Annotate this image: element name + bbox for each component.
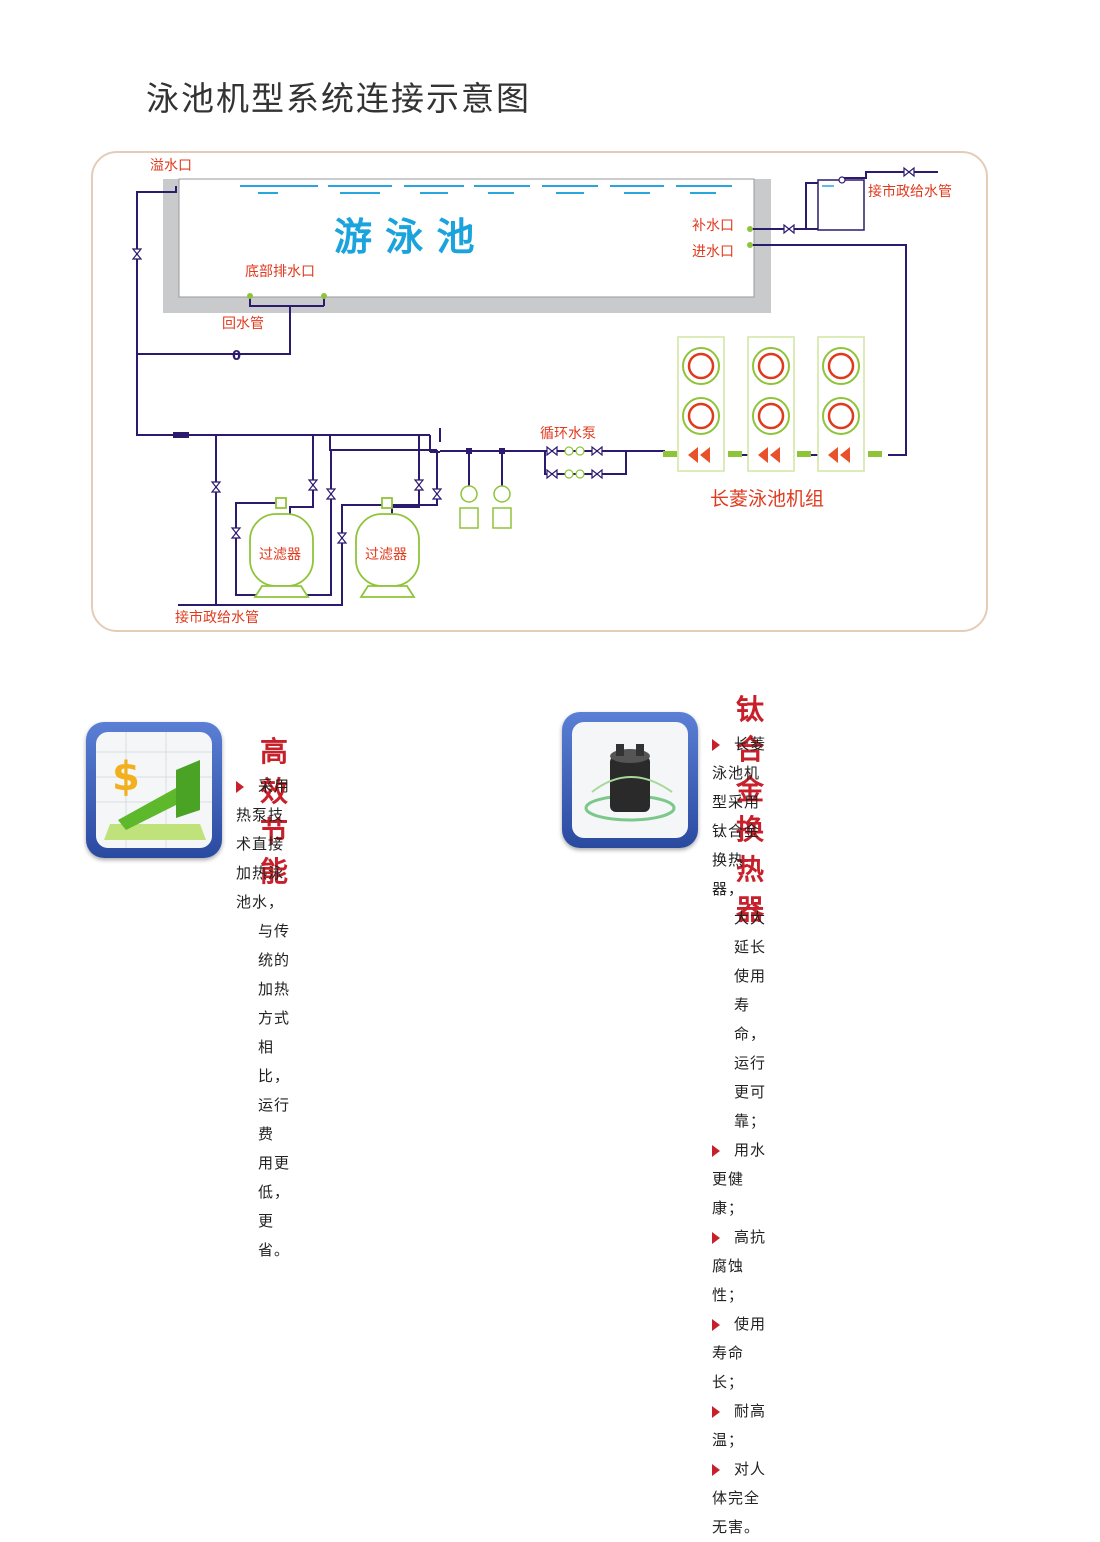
return-pipe-label: 回水管 bbox=[222, 316, 264, 332]
bottom-drain-label: 底部排水口 bbox=[245, 264, 315, 280]
bullet-arrow-icon bbox=[712, 738, 720, 751]
list-item: 对人体完全无害。 bbox=[712, 1460, 767, 1536]
makeup-tank bbox=[817, 179, 865, 231]
overflow-label: 溢水口 bbox=[150, 158, 192, 174]
list-item: 长菱泳池机型采用钛合金换热器， bbox=[712, 735, 767, 898]
list-item: 耐高温； bbox=[712, 1402, 767, 1449]
inlet-label: 进水口 bbox=[692, 244, 734, 260]
valves bbox=[131, 166, 915, 544]
list-item: 用水更健康； bbox=[712, 1141, 767, 1217]
list-item-continuation: 大大延长使用寿命，运行更可靠； bbox=[734, 909, 767, 1130]
heat-exchanger-icon bbox=[584, 744, 676, 822]
page-title: 泳池机型系统连接示意图 bbox=[146, 79, 531, 118]
water-surface bbox=[240, 185, 732, 194]
bullet-arrow-icon bbox=[712, 1231, 720, 1244]
bullet-arrow-icon bbox=[712, 1463, 720, 1476]
bullet-arrow-icon bbox=[236, 780, 244, 793]
dosing-pumps bbox=[459, 485, 512, 529]
units-label: 长菱泳池机组 bbox=[710, 488, 824, 510]
filters bbox=[249, 497, 420, 598]
chart-dollar-icon: $ bbox=[96, 732, 212, 848]
city-water-top-label: 接市政给水管 bbox=[868, 183, 952, 200]
energy-saving-icon: $ bbox=[86, 722, 222, 858]
pump-label: 循环水泵 bbox=[540, 426, 596, 442]
valve-mark: 0 bbox=[232, 349, 241, 364]
connectors bbox=[247, 226, 882, 457]
system-diagram: 游 泳 池 bbox=[131, 158, 952, 626]
exchanger-list: 长菱泳池机型采用钛合金换热器， 大大延长使用寿命，运行更可靠； 用水更健康； 高… bbox=[712, 730, 766, 1542]
bullet-arrow-icon bbox=[712, 1405, 720, 1418]
city-water-bottom-label: 接市政给水管 bbox=[175, 609, 259, 626]
energy-saving-text: 采用热泵技术直接加热泳池水， 与传统的加热方式相比，运行费 用更低，更省。 bbox=[236, 777, 291, 1259]
bullet-arrow-icon bbox=[712, 1144, 720, 1157]
exchanger-heading: 钛合金换热器 bbox=[736, 693, 767, 926]
diagram-frame bbox=[91, 151, 988, 632]
energy-saving-heading: 高效节能 bbox=[260, 735, 291, 888]
makeup-label: 补水口 bbox=[692, 218, 734, 234]
filter-2-label: 过滤器 bbox=[365, 547, 407, 563]
list-item: 高抗腐蚀性； bbox=[712, 1228, 767, 1304]
check-valve bbox=[173, 432, 189, 438]
list-item: 使用寿命长； bbox=[712, 1315, 767, 1391]
pool-label: 游 泳 池 bbox=[334, 215, 474, 259]
pump-symbols bbox=[564, 446, 585, 479]
heat-pump-units bbox=[677, 336, 865, 472]
pool-basin bbox=[178, 178, 755, 298]
filter-1-label: 过滤器 bbox=[259, 547, 301, 563]
exchanger-icon bbox=[562, 712, 698, 848]
bullet-arrow-icon bbox=[712, 1318, 720, 1331]
svg-text:$: $ bbox=[112, 754, 140, 800]
